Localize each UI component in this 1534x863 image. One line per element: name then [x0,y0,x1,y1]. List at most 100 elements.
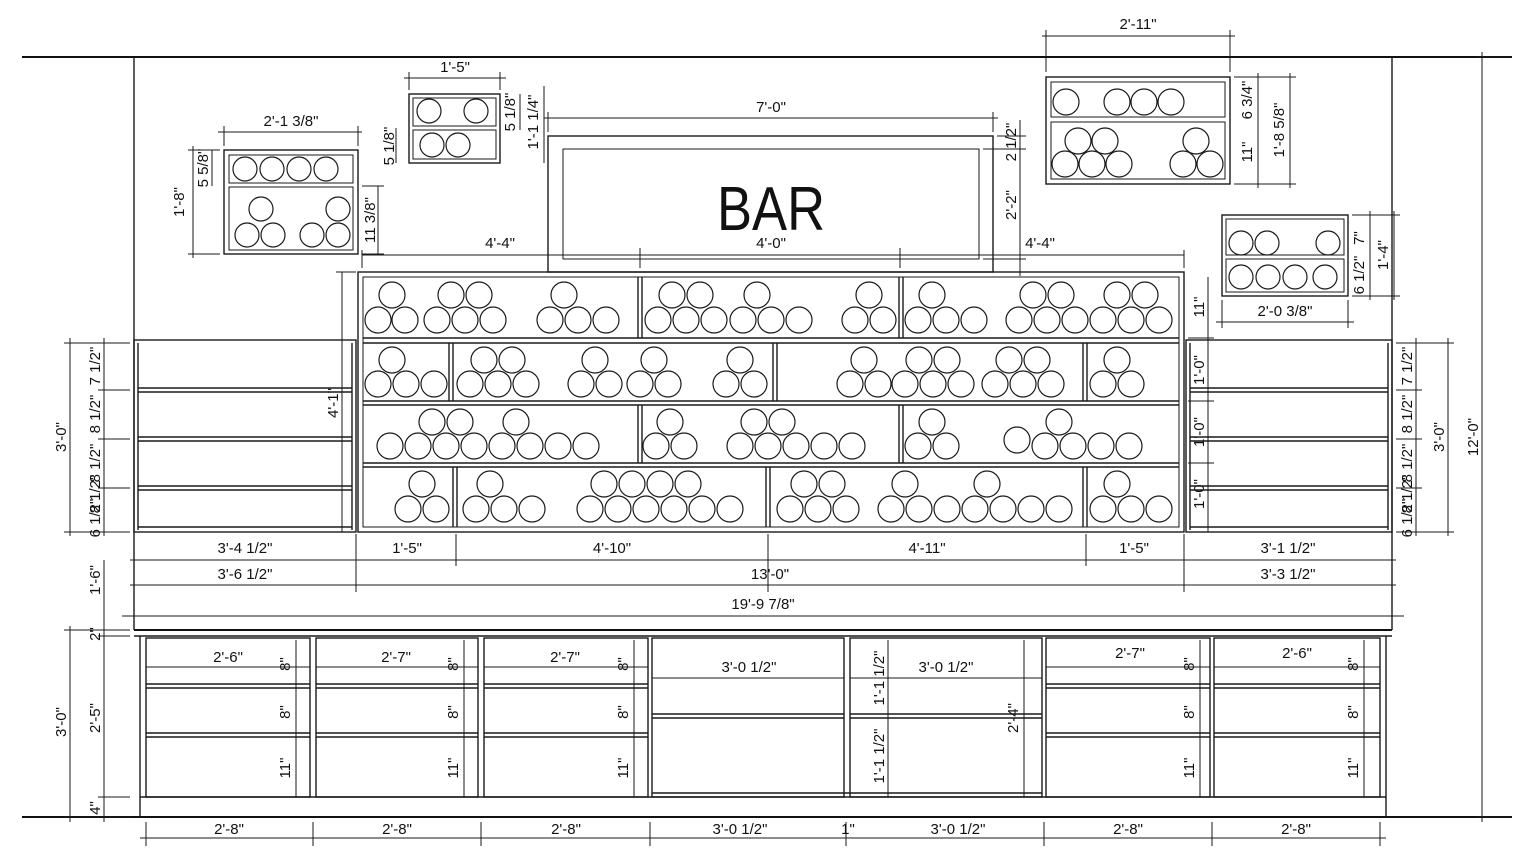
dim-h-2: 2" [87,627,104,641]
dim-lc-8d: 8" [445,705,462,719]
dim-rack-r2: 1'-0" [1191,355,1208,385]
dim-b-28b: 2'-8" [382,821,412,838]
dim-h-4: 4" [87,801,104,815]
dim-left-shelf-s1: 7 1/2" [87,347,104,386]
dim-rack-height: 4'-1" [325,388,342,418]
dim-lc-8j: 8" [1345,705,1362,719]
dim-cab4-c: 1'-4" [1375,240,1392,270]
cabinet-2-dimensions [395,72,545,163]
dim-left-shelf-s3: 8 1/2" [87,444,104,483]
dim-h-25: 2'-5" [87,703,104,733]
dim-lc-26a: 2'-6" [213,649,243,666]
dim-cab4-a: 7" [1351,231,1368,245]
dim-overall-width: 19'-9 7/8" [731,596,794,613]
dim-lc-27c: 2'-7" [1115,645,1145,662]
dim-cab2-width: 1'-5" [440,59,470,76]
dim-lc-27a: 2'-7" [381,649,411,666]
dim-lc-8e: 8" [615,657,632,671]
dim-h-16: 1'-6" [87,565,104,595]
dim-w-411: 4'-11" [908,540,945,557]
dim-left-shelf-s5: 6 1/2" [87,499,104,538]
dim-left-44: 4'-4" [485,235,515,252]
right-shelving [1185,339,1393,533]
lower-cabinet-dimension-lines [64,560,1386,846]
dim-cab2-a: 5 1/8" [381,127,398,166]
dim-13: 13'-0" [751,566,789,583]
dim-left-total: 3'-6 1/2" [218,566,273,583]
wall-cabinet-2 [408,93,501,164]
dim-right-shelf-total: 3'-0" [1431,422,1448,452]
dim-left-shelf-total: 3'-0" [53,422,70,452]
cabinet-4-dimensions [1216,211,1400,328]
dim-cab1-height: 1'-8" [171,187,188,217]
counter-top [134,629,1392,817]
dim-lc-3012b: 3'-0 1/2" [919,659,974,676]
rack-dimensions [336,248,1214,533]
dim-cab1-width: 2'-1 3/8" [264,113,319,130]
left-shelving [133,339,357,533]
dim-sign-a: 2 1/2" [1003,123,1020,162]
dim-cab1-top: 5 5/8" [195,149,212,188]
dim-sign-width: 7'-0" [756,99,786,116]
cabinet-1-dimensions [188,126,384,258]
left-shelving-dimensions [64,338,130,536]
dim-lc-8a: 8" [277,657,294,671]
dim-sign-b: 2'-2" [1003,190,1020,220]
dim-right-shelf-s5: 6 1/2" [1399,499,1416,538]
dim-b-28c: 2'-8" [551,821,581,838]
lower-cabinets [140,637,1386,798]
dim-right-shelf-s3: 8 1/2" [1399,444,1416,483]
dim-w-410: 4'-10" [593,540,631,557]
dim-cab1-bottom: 11 3/8" [362,197,379,243]
dim-lc-3012a: 3'-0 1/2" [722,659,777,676]
dim-right-44: 4'-4" [1025,235,1055,252]
dim-rack-r1: 11" [1191,297,1208,318]
wall-cabinet-1 [223,149,359,255]
dim-right-shelf-s1: 7 1/2" [1399,347,1416,386]
dim-b-1: 1" [841,821,855,838]
dim-rack-r4: 1'-0" [1191,479,1208,509]
dim-lc-8b: 8" [277,705,294,719]
dim-lc-1112a: 1'-1 1/2" [871,651,888,706]
dim-b-28a: 2'-8" [214,821,244,838]
dim-left-shelf-s2: 8 1/2" [87,395,104,434]
dim-lc-11b: 11" [445,758,462,779]
dim-cab4-width: 2'-0 3/8" [1258,303,1313,320]
wine-rack-bottles [364,281,1173,523]
wine-rack [357,271,1185,533]
dim-left-shelf-width: 3'-4 1/2" [218,540,273,557]
dim-right-shelf-s4: 8 1/2" [1399,475,1416,514]
dim-lc-8h: 8" [1181,705,1198,719]
dim-cab2-c: 1'-1 1/4" [525,95,542,150]
sign-dimensions [544,112,1026,276]
dim-overall-height: 12'-0" [1465,418,1482,456]
cabinet-3-dimensions [1042,30,1296,188]
dim-lc-8i: 8" [1345,657,1362,671]
dim-cab3-a: 6 3/4" [1239,81,1256,120]
bar-sign-text: BAR [717,175,825,244]
dim-lc-8g: 8" [1181,657,1198,671]
dim-cab3-width: 2'-11" [1119,16,1156,33]
dim-lc-8f: 8" [615,705,632,719]
dim-lc-24: 2'-4" [1005,703,1022,733]
dim-lc-11c: 11" [615,758,632,779]
dim-cab4-b: 6 1/2" [1351,256,1368,295]
dim-right-shelf-s2: 8 1/2" [1399,395,1416,434]
dim-b-3012a: 3'-0 1/2" [713,821,768,838]
dim-w-15b: 1'-5" [1119,540,1149,557]
dim-sign-inner-width: 4'-0" [756,235,786,252]
dim-b-28d: 2'-8" [1113,821,1143,838]
right-shelving-dimensions [1396,52,1512,822]
dim-lc-11a: 11" [277,758,294,779]
dim-cab3-c: 1'-8 5/8" [1271,103,1288,158]
dim-cab2-b: 5 1/8" [502,93,519,132]
wall-cabinet-3 [1045,76,1231,185]
dim-b-28e: 2'-8" [1281,821,1311,838]
dim-right-total: 3'-3 1/2" [1261,566,1316,583]
dim-right-shelf-width: 3'-1 1/2" [1261,540,1316,557]
dim-cab3-b: 11" [1239,142,1256,163]
dim-lc-26b: 2'-6" [1282,645,1312,662]
dim-lc-8c: 8" [445,657,462,671]
dim-lc-11e: 11" [1345,758,1362,779]
